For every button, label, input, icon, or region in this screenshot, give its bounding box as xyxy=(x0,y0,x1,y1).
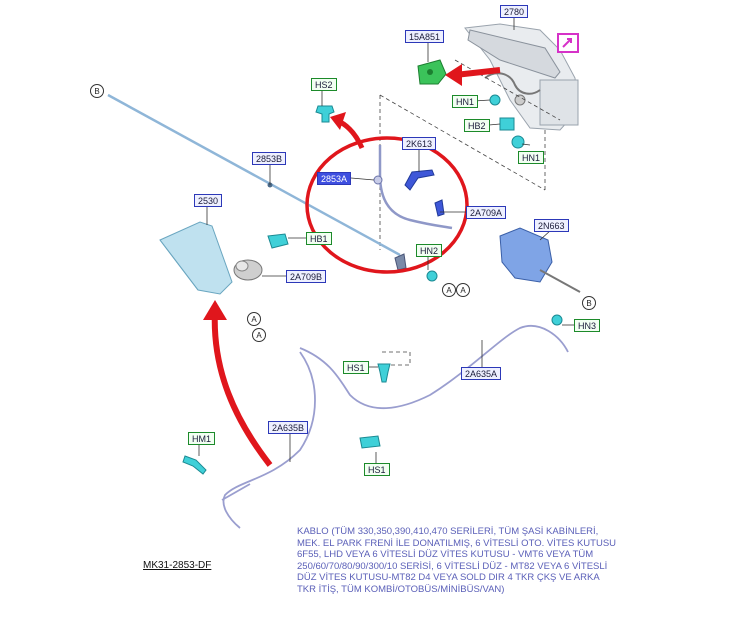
label-hb2[interactable]: HB2 xyxy=(464,119,490,132)
rear-cables xyxy=(221,325,569,529)
grommet-2a709b xyxy=(233,259,263,281)
label-hs1-upper[interactable]: HS1 xyxy=(343,361,369,374)
connector-a-mid-1: A xyxy=(442,283,456,297)
label-2a635a[interactable]: 2A635A xyxy=(461,367,502,380)
connector-a-mid-2: A xyxy=(456,283,470,297)
shield-plate-2530 xyxy=(159,221,233,295)
cable-2853a xyxy=(373,145,453,230)
red-highlight xyxy=(203,64,501,467)
label-hs1-lower[interactable]: HS1 xyxy=(364,463,390,476)
brake-switch-part xyxy=(417,59,447,85)
part-description: KABLO (TÜM 330,350,390,410,470 SERİLERİ,… xyxy=(297,526,617,595)
connector-a-rear-2: A xyxy=(252,328,266,342)
label-hs2[interactable]: HS2 xyxy=(311,78,337,91)
equalizer-bracket-2n663 xyxy=(499,227,581,293)
label-2a709a[interactable]: 2A709A xyxy=(466,206,507,219)
pointer-hint-icon xyxy=(557,33,579,53)
label-2530[interactable]: 2530 xyxy=(194,194,223,207)
label-2k613[interactable]: 2K613 xyxy=(402,137,437,150)
arrow-icon xyxy=(562,38,572,48)
label-hn1-top[interactable]: HN1 xyxy=(452,95,479,108)
label-hn2[interactable]: HN2 xyxy=(416,244,443,257)
connector-b-right: B xyxy=(582,296,596,310)
fasteners xyxy=(182,105,563,475)
bracket-2k613 xyxy=(404,169,435,191)
label-2a709b[interactable]: 2A709B xyxy=(286,270,327,283)
bracket-small xyxy=(394,253,407,271)
label-hm1[interactable]: HM1 xyxy=(188,432,216,445)
clip-2a709a xyxy=(434,199,445,217)
label-2n663[interactable]: 2N663 xyxy=(534,219,569,232)
label-hn3[interactable]: HN3 xyxy=(574,319,601,332)
label-2780[interactable]: 2780 xyxy=(500,5,529,18)
label-hb1[interactable]: HB1 xyxy=(306,232,332,245)
figure-code: MK31-2853-DF xyxy=(143,560,212,571)
connector-a-rear-1: A xyxy=(247,312,261,326)
hand-brake-lever-assembly xyxy=(464,23,579,131)
label-15a851[interactable]: 15A851 xyxy=(405,30,445,43)
label-2853b[interactable]: 2853B xyxy=(252,152,287,165)
label-hn1-bottom[interactable]: HN1 xyxy=(518,151,545,164)
label-2853a[interactable]: 2853A xyxy=(317,172,352,185)
leader-lines xyxy=(198,18,575,464)
front-cable-2853b xyxy=(107,93,401,257)
label-2a635b[interactable]: 2A635B xyxy=(268,421,309,434)
connector-b-left: B xyxy=(90,84,104,98)
